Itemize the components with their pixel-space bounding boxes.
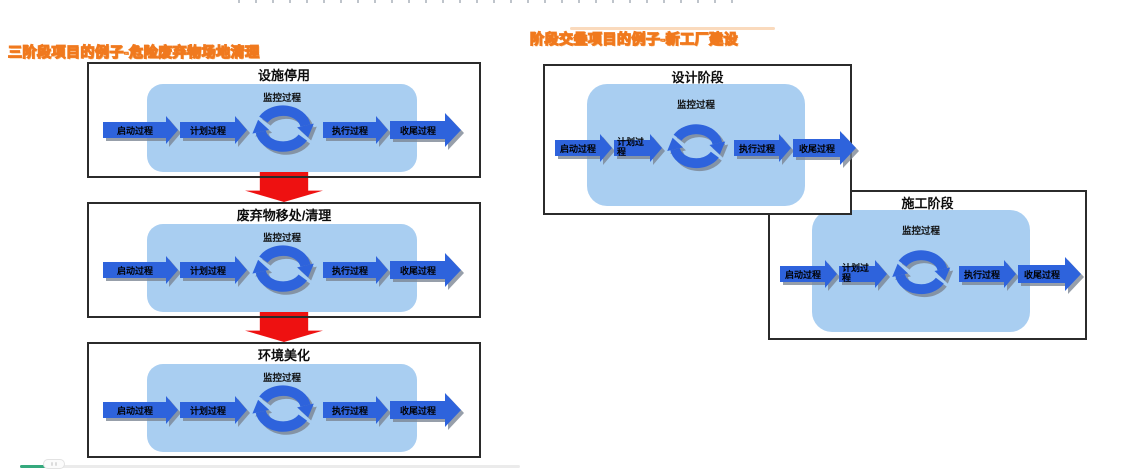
arrow-head <box>445 393 461 427</box>
arrow-head <box>235 256 247 284</box>
arrow-head <box>166 396 178 424</box>
arrow-head <box>600 134 612 162</box>
process-arrow-row: 启动过程 计划过程 执行过程 收尾过程 <box>103 384 461 436</box>
process-flow: 监控过程 启动过程 计划过程 执行过程 收尾过程 <box>545 66 856 213</box>
planning-process-arrow: 计划过程 <box>180 256 247 284</box>
executing-process-label: 执行过程 <box>323 262 377 278</box>
process-flow: 监控过程 启动过程 计划过程 执行过程 收尾过程 <box>89 64 479 176</box>
arrow-head <box>1065 257 1081 291</box>
planning-process-label: 计划过程 <box>180 402 236 418</box>
phase-title: 设施停用 <box>257 68 310 83</box>
initiating-process-label: 启动过程 <box>555 140 601 156</box>
executing-process-label: 执行过程 <box>734 140 780 156</box>
arrow-head <box>779 134 791 162</box>
process-flow: 监控过程 启动过程 计划过程 执行过程 收尾过程 <box>770 192 1085 338</box>
initiating-process-arrow: 启动过程 <box>103 396 178 424</box>
executing-process-label: 执行过程 <box>323 402 377 418</box>
plan-do-cycle-icon <box>252 384 314 432</box>
right-section-title: 阶段交叠项目的例子-新工厂建设 <box>529 30 739 47</box>
monitoring-process-label: 监控过程 <box>262 93 301 104</box>
plan-do-cycle-icon <box>667 124 726 169</box>
monitoring-process-label: 监控过程 <box>262 233 301 244</box>
monitoring-process-label: 监控过程 <box>676 100 715 111</box>
process-flow: 监控过程 启动过程 计划过程 执行过程 收尾过程 <box>89 204 479 316</box>
plan-do-cycle-icon <box>892 250 951 295</box>
arrow-head <box>376 396 388 424</box>
scrollbar-progress-fill <box>20 465 47 468</box>
phase-box-design-phase: 设计阶段 监控过程 启动过程 计划过程 执行过程 <box>543 64 856 215</box>
closing-process-arrow: 收尾过程 <box>793 131 856 165</box>
planning-process-label: 计划过程 <box>614 137 651 157</box>
arrow-head <box>825 260 837 288</box>
arrow-head <box>376 116 388 144</box>
planning-process-arrow: 计划过程 <box>614 134 662 162</box>
scrollbar-thumb[interactable] <box>43 459 65 469</box>
arrow-head <box>235 396 247 424</box>
executing-process-arrow: 执行过程 <box>959 260 1016 288</box>
executing-process-arrow: 执行过程 <box>734 134 791 162</box>
closing-process-arrow: 收尾过程 <box>390 253 461 287</box>
arrow-head <box>650 134 662 162</box>
closing-process-arrow: 收尾过程 <box>1018 257 1081 291</box>
process-flow: 监控过程 启动过程 计划过程 执行过程 收尾过程 <box>89 344 479 456</box>
initiating-process-arrow: 启动过程 <box>555 134 612 162</box>
initiating-process-label: 启动过程 <box>780 266 826 282</box>
arrow-head <box>376 256 388 284</box>
phase-box-waste-removal: 废弃物移处/清理 监控过程 启动过程 计划过程 执行过程 <box>87 202 481 318</box>
cropped-text-remnants <box>238 0 738 3</box>
process-arrow-row: 启动过程 计划过程 执行过程 收尾过程 <box>780 244 1081 304</box>
executing-process-arrow: 执行过程 <box>323 116 388 144</box>
planning-process-arrow: 计划过程 <box>180 116 247 144</box>
closing-process-label: 收尾过程 <box>793 139 841 157</box>
phase-title: 设计阶段 <box>671 70 724 85</box>
monitoring-process-label: 监控过程 <box>262 373 301 384</box>
executing-process-label: 执行过程 <box>959 266 1005 282</box>
left-section-title: 三阶段项目的例子-危险废弃物场地清理 <box>7 43 260 60</box>
initiating-process-arrow: 启动过程 <box>103 256 178 284</box>
closing-process-label: 收尾过程 <box>390 261 446 279</box>
closing-process-arrow: 收尾过程 <box>390 393 461 427</box>
planning-process-label: 计划过程 <box>180 262 236 278</box>
initiating-process-arrow: 启动过程 <box>780 260 837 288</box>
executing-process-arrow: 执行过程 <box>323 396 388 424</box>
arrow-head <box>166 256 178 284</box>
phase-box-facility-shutdown: 设施停用 监控过程 启动过程 计划过程 执行过程 <box>87 62 481 178</box>
arrow-head <box>445 253 461 287</box>
closing-process-label: 收尾过程 <box>1018 265 1066 283</box>
initiating-process-label: 启动过程 <box>103 402 167 418</box>
plan-do-cycle-icon <box>252 244 314 292</box>
initiating-process-label: 启动过程 <box>103 262 167 278</box>
planning-process-label: 计划过程 <box>180 122 236 138</box>
arrow-head <box>840 131 856 165</box>
process-arrow-row: 启动过程 计划过程 执行过程 收尾过程 <box>103 244 461 296</box>
phase-title: 施工阶段 <box>901 196 954 211</box>
phase-title: 废弃物移处/清理 <box>236 208 332 223</box>
closing-process-label: 收尾过程 <box>390 121 446 139</box>
arrow-head <box>166 116 178 144</box>
executing-process-label: 执行过程 <box>323 122 377 138</box>
planning-process-label: 计划过程 <box>839 263 876 283</box>
plan-do-cycle-icon <box>252 104 314 152</box>
planning-process-arrow: 计划过程 <box>839 260 887 288</box>
phase-title: 环境美化 <box>257 348 310 363</box>
closing-process-arrow: 收尾过程 <box>390 113 461 147</box>
bottom-scrollbar-track[interactable] <box>20 465 520 468</box>
executing-process-arrow: 执行过程 <box>323 256 388 284</box>
planning-process-arrow: 计划过程 <box>180 396 247 424</box>
arrow-head <box>235 116 247 144</box>
initiating-process-label: 启动过程 <box>103 122 167 138</box>
arrow-head <box>875 260 887 288</box>
cropped-orange-text-remnant <box>570 27 775 30</box>
monitoring-process-label: 监控过程 <box>901 226 940 237</box>
phase-box-landscaping: 环境美化 监控过程 启动过程 计划过程 执行过程 <box>87 342 481 458</box>
process-arrow-row: 启动过程 计划过程 执行过程 收尾过程 <box>103 104 461 156</box>
closing-process-label: 收尾过程 <box>390 401 446 419</box>
arrow-head <box>1004 260 1016 288</box>
phase-box-construction-phase: 施工阶段 监控过程 启动过程 计划过程 执行过程 <box>768 190 1087 340</box>
initiating-process-arrow: 启动过程 <box>103 116 178 144</box>
arrow-head <box>445 113 461 147</box>
process-arrow-row: 启动过程 计划过程 执行过程 收尾过程 <box>555 118 856 178</box>
